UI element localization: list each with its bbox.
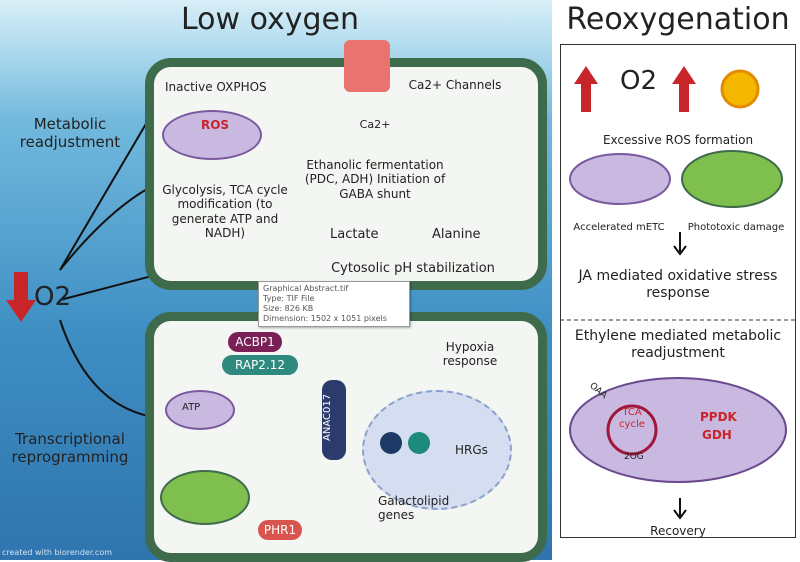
tooltip-name: Graphical Abstract.tif [263,284,349,293]
hypoxia-response-label: Hypoxia response [442,340,498,369]
mitochondrion-icon [162,110,262,160]
ca-channels-label: Ca2+ Channels [408,78,502,92]
chloroplast-icon [160,470,250,525]
tooltip-size: Size: 826 KB [263,304,314,313]
reoxygenation-graphics [560,66,796,520]
mitochondrion-tca-icon [569,377,787,483]
lactate-label: Lactate [330,227,379,242]
reox-o2-label: O2 [620,66,658,96]
tooltip-type: Type: TIF File [263,294,315,303]
file-tooltip: Graphical Abstract.tif Type: TIF File Si… [258,281,410,327]
ja-response-label: JA mediated oxidative stress response [578,268,778,301]
ca-label: Ca2+ [359,118,391,131]
chloroplast-icon [681,150,783,208]
calcium-channel-icon [344,40,390,92]
recovery-label: Recovery [650,524,706,538]
header-low-oxygen: Low oxygen [180,2,360,37]
inactive-oxphos-label: Inactive OXPHOS [165,80,267,94]
mitochondrion-atp-icon [165,390,235,430]
phototoxic-damage-label: Phototoxic damage [687,222,785,233]
up-arrow-icon [574,66,598,112]
atp-label: ATP [182,402,201,413]
o2-label: O2 [34,282,72,312]
metabolic-label: Metabolic readjustment [19,115,121,151]
transcription-factor-icon [380,432,402,454]
down-arrow-icon [6,272,36,322]
accelerated-metc-label: Accelerated mETC [573,222,665,233]
ph-stabilization-label: Cytosolic pH stabilization [331,261,495,276]
excessive-ros-label: Excessive ROS formation [602,133,754,147]
transcription-factor-icon [408,432,430,454]
alanine-label: Alanine [432,227,481,242]
fermentation-label: Ethanolic fermentation (PDC, ADH) Initia… [304,158,446,201]
tooltip-dimension: Dimension: 1502 x 1051 pixels [263,314,387,323]
2og-label: 2OG [624,452,644,462]
galactolipid-genes-label: Galactolipid genes [378,494,450,523]
tca-cycle-icon [606,404,658,456]
mitochondrion-icon [569,153,671,205]
tca-cycle-label: TCA cycle [619,407,645,430]
header-reoxygenation: Reoxygenation [566,2,790,37]
glycolysis-label: Glycolysis, TCA cycle modification (to g… [162,183,288,241]
watermark: created with biorender.com [2,548,113,557]
ethylene-label: Ethylene mediated metabolic readjustment [574,328,782,361]
ros-label: ROS [200,118,230,132]
transcriptional-label: Transcriptional reprogramming [11,430,129,466]
ppdk-label: PPDK [700,410,737,424]
hrgs-label: HRGs [455,443,488,457]
rap212-protein: RAP2.12 [222,355,298,375]
sun-icon [720,69,760,109]
up-arrow-icon [672,66,696,112]
phr1-protein: PHR1 [258,520,302,540]
acbp1-protein: ACBP1 [228,332,282,352]
anac017-protein: ANAC017 [322,380,346,460]
gdh-label: GDH [702,428,732,442]
